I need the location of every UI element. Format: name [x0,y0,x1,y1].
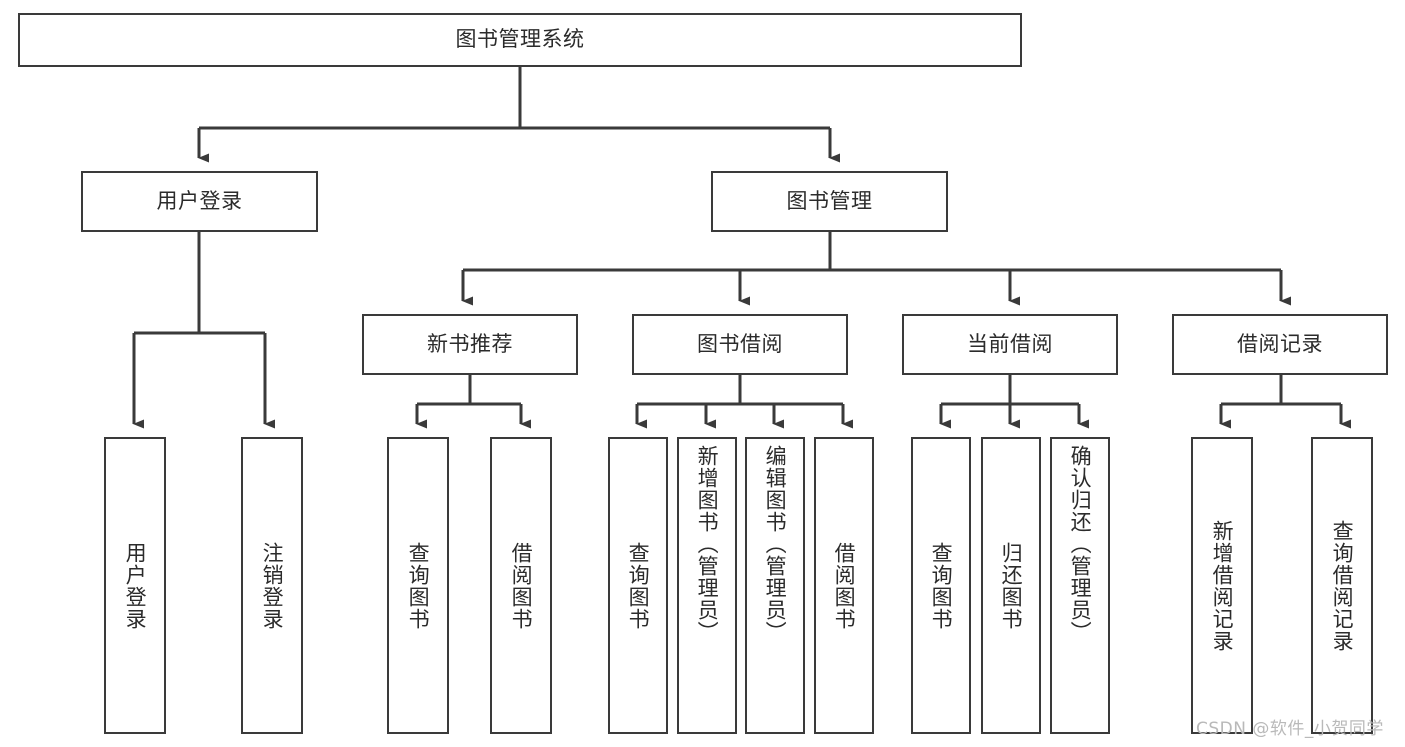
node-label: 图书借阅 [697,331,783,356]
leaf-book-borrow-add-book-admin[interactable]: 新增图书（管理员） [677,437,737,734]
leaf-borrow-record-add-record[interactable]: 新增借阅记录 [1191,437,1253,734]
node-label: 用户登录 [123,541,148,630]
node-user-login[interactable]: 用户登录 [81,171,318,232]
node-label: 查询图书 [929,541,954,630]
node-book-management[interactable]: 图书管理 [711,171,948,232]
node-label: 新增借阅记录 [1210,519,1235,652]
node-label: 当前借阅 [967,331,1053,356]
leaf-current-borrow-return-book[interactable]: 归还图书 [981,437,1041,734]
leaf-current-borrow-confirm-return-admin[interactable]: 确认归还（管理员） [1050,437,1110,734]
node-label: 用户登录 [156,188,243,213]
leaf-book-borrow-query-book[interactable]: 查询图书 [608,437,668,734]
leaf-book-borrow-edit-book-admin[interactable]: 编辑图书（管理员） [745,437,805,734]
node-label: 借阅图书 [832,541,857,630]
node-label: 图书管理 [786,188,873,213]
node-label: 新书推荐 [427,331,513,356]
node-label: 确认归还（管理员） [1068,445,1093,643]
leaf-user-login-login[interactable]: 用户登录 [104,437,166,734]
node-label: 查询借阅记录 [1330,519,1355,652]
node-label: 归还图书 [999,541,1024,630]
leaf-new-book-query-book[interactable]: 查询图书 [387,437,449,734]
node-current-borrow[interactable]: 当前借阅 [902,314,1118,375]
node-label: 注销登录 [260,541,285,630]
node-label: 查询图书 [626,541,651,630]
leaf-borrow-record-query-record[interactable]: 查询借阅记录 [1311,437,1373,734]
leaf-current-borrow-query-book[interactable]: 查询图书 [911,437,971,734]
node-label: 借阅记录 [1237,331,1323,356]
node-label: 查询图书 [406,541,431,630]
node-label: 新增图书（管理员） [695,445,720,643]
leaf-new-book-borrow-book[interactable]: 借阅图书 [490,437,552,734]
leaf-book-borrow-borrow-book[interactable]: 借阅图书 [814,437,874,734]
csdn-watermark: CSDN @软件_小贺同学 [1196,719,1384,739]
node-root-book-management-system[interactable]: 图书管理系统 [18,13,1022,67]
node-label: 图书管理系统 [455,27,585,52]
node-new-book-recommend[interactable]: 新书推荐 [362,314,578,375]
node-book-borrow[interactable]: 图书借阅 [632,314,848,375]
node-label: 编辑图书（管理员） [763,445,788,643]
node-borrow-record[interactable]: 借阅记录 [1172,314,1388,375]
leaf-user-login-logout[interactable]: 注销登录 [241,437,303,734]
node-label: 借阅图书 [509,541,534,630]
